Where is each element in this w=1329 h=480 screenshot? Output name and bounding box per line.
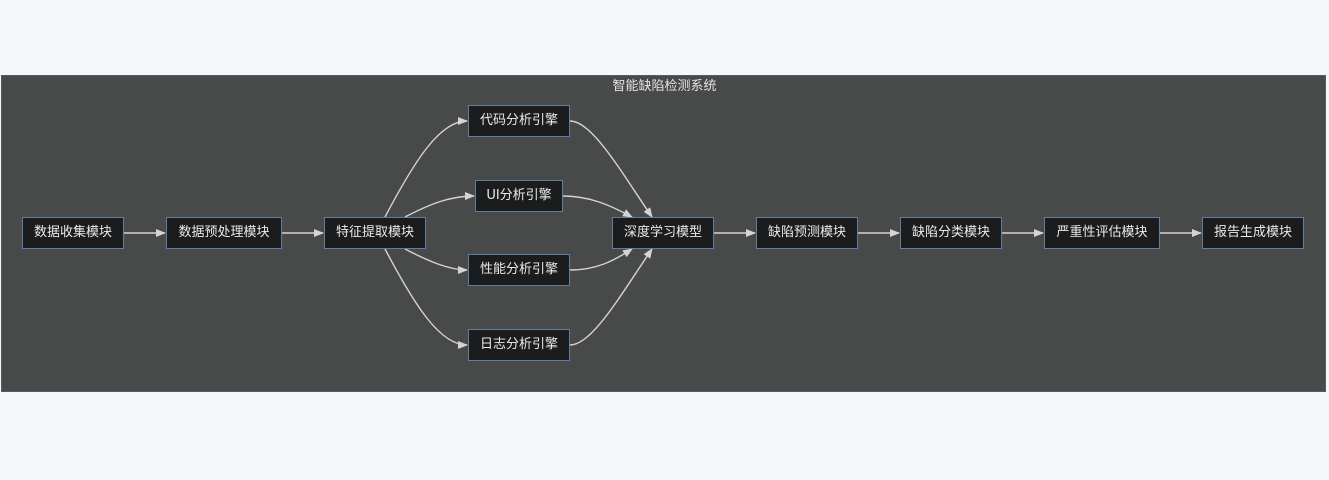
node-report-generation[interactable]: 报告生成模块 — [1202, 217, 1304, 249]
node-deep-learning-model[interactable]: 深度学习模型 — [612, 217, 714, 249]
node-performance-analysis-engine[interactable]: 性能分析引擎 — [468, 254, 570, 286]
node-data-preprocessing[interactable]: 数据预处理模块 — [166, 217, 282, 249]
node-log-analysis-engine[interactable]: 日志分析引擎 — [468, 329, 570, 361]
node-severity-assessment[interactable]: 严重性评估模块 — [1044, 217, 1160, 249]
diagram-title: 智能缺陷检测系统 — [612, 79, 717, 94]
node-ui-analysis-engine[interactable]: UI分析引擎 — [475, 180, 563, 212]
node-code-analysis-engine[interactable]: 代码分析引擎 — [468, 105, 570, 137]
node-data-collection[interactable]: 数据收集模块 — [22, 217, 124, 249]
node-defect-classification[interactable]: 缺陷分类模块 — [900, 217, 1002, 249]
node-feature-extraction[interactable]: 特征提取模块 — [324, 217, 426, 249]
node-defect-prediction[interactable]: 缺陷预测模块 — [756, 217, 858, 249]
